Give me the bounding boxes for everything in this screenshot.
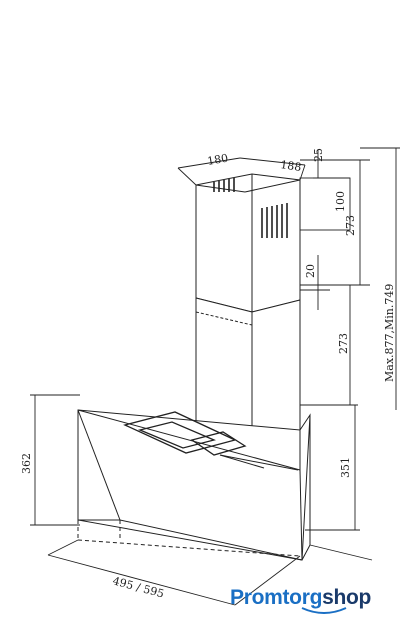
dim-hood-height-left: 362	[20, 453, 33, 474]
brand-logo-part1: Promtorg	[230, 586, 323, 609]
dim-total-height: Max.877,Min.749	[383, 284, 396, 382]
dim-lower-section: 273	[337, 333, 350, 354]
logo-swoosh-icon	[301, 607, 347, 614]
hood-outline	[77, 173, 311, 561]
dimension-lines	[30, 147, 400, 606]
dim-chimney-depth: 180	[206, 152, 229, 168]
dim-upper-section: 273	[344, 215, 357, 236]
dim-hood-height-right: 351	[339, 457, 352, 478]
dim-hood-width: 495 / 595	[111, 574, 165, 600]
dim-overlap: 20	[304, 264, 317, 278]
dim-vent-offset: 25	[312, 148, 325, 162]
dim-chimney-width: 188	[280, 158, 303, 174]
dim-vent-height: 100	[334, 191, 347, 212]
brand-logo-part2: shop	[322, 586, 372, 609]
brand-logo: Promtorgshop	[230, 586, 371, 610]
